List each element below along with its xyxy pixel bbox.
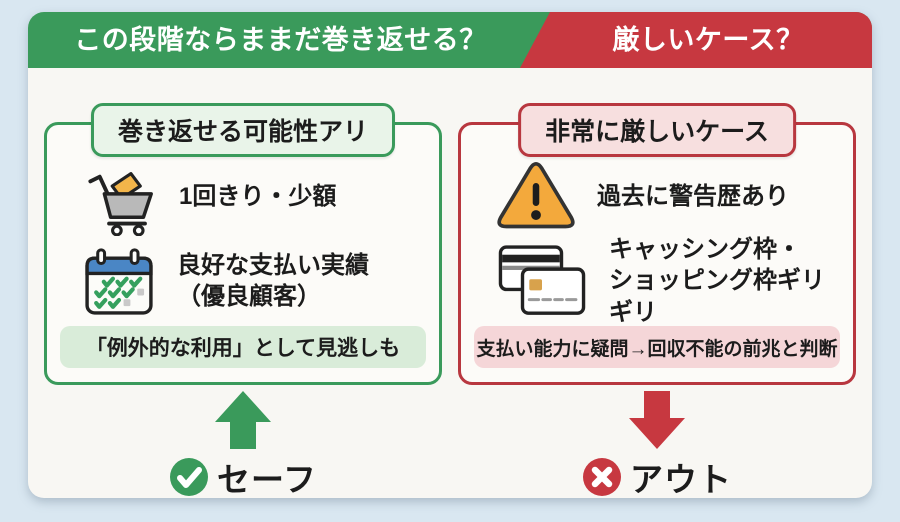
safe-column: 巻き返せる可能性アリ 1回きり・少額 [44, 103, 442, 501]
shopping-cart-icon [88, 172, 153, 236]
safe-verdict-label: セーフ [216, 461, 318, 498]
safe-item-two-line1: 良好な支払い実績 [177, 251, 369, 279]
out-item-one: 過去に警告歴あり [495, 157, 843, 237]
check-circle-icon [169, 458, 208, 496]
safe-item-one: 1回きり・少額 [81, 157, 429, 237]
out-panel: 非常に厳しいケース 過去に警告歴あり [458, 103, 856, 385]
out-item-two: キャッシング枠・ ショッピング枠ギリギリ [495, 236, 843, 326]
out-item-two-line1: キャッシング枠・ [609, 236, 801, 264]
header-left-title: この段階ならままだ巻き返せる？ [74, 25, 487, 55]
down-arrow-icon [629, 391, 685, 449]
out-note-box: 支払い能力に疑問→回収不能の前兆と判断 [474, 326, 840, 368]
out-arrow-wrap [458, 391, 856, 453]
cross-circle-icon [583, 458, 621, 496]
calendar-icon [85, 248, 153, 315]
out-item-two-line2: ショッピング枠ギリギリ [609, 267, 825, 326]
safe-note-box: 「例外的な利用」として見逃しも [60, 326, 426, 368]
safe-item-one-label: 1回きり・少額 [179, 183, 337, 211]
main-card: この段階ならままだ巻き返せる？ 厳しいケース？ 巻き返せる可能性アリ 1回きり・… [28, 12, 872, 498]
safe-arrow-wrap [44, 391, 442, 453]
header-right-title: 厳しいケース？ [612, 25, 804, 55]
safe-item-two: 良好な支払い実績 （優良顧客） [81, 239, 429, 323]
safe-panel-title: 巻き返せる可能性アリ [90, 103, 396, 157]
up-arrow-icon [215, 391, 271, 449]
out-verdict-label: アウト [630, 461, 732, 498]
out-item-two-label: キャッシング枠・ ショッピング枠ギリギリ [609, 234, 843, 328]
safe-panel: 巻き返せる可能性アリ 1回きり・少額 [44, 103, 442, 385]
out-item-one-label: 過去に警告歴あり [597, 183, 789, 211]
safe-item-two-line2: （優良顧客） [177, 283, 321, 310]
warning-icon [497, 161, 575, 229]
safe-item-two-label: 良好な支払い実績 （優良顧客） [177, 250, 369, 312]
out-column: 非常に厳しいケース 過去に警告歴あり [458, 103, 856, 501]
safe-verdict: セーフ [44, 453, 442, 501]
out-panel-title: 非常に厳しいケース [518, 103, 796, 157]
header-red-segment [520, 12, 872, 68]
out-verdict: アウト [458, 453, 856, 501]
credit-cards-icon [498, 245, 586, 315]
header-band: この段階ならままだ巻き返せる？ 厳しいケース？ [28, 12, 872, 68]
